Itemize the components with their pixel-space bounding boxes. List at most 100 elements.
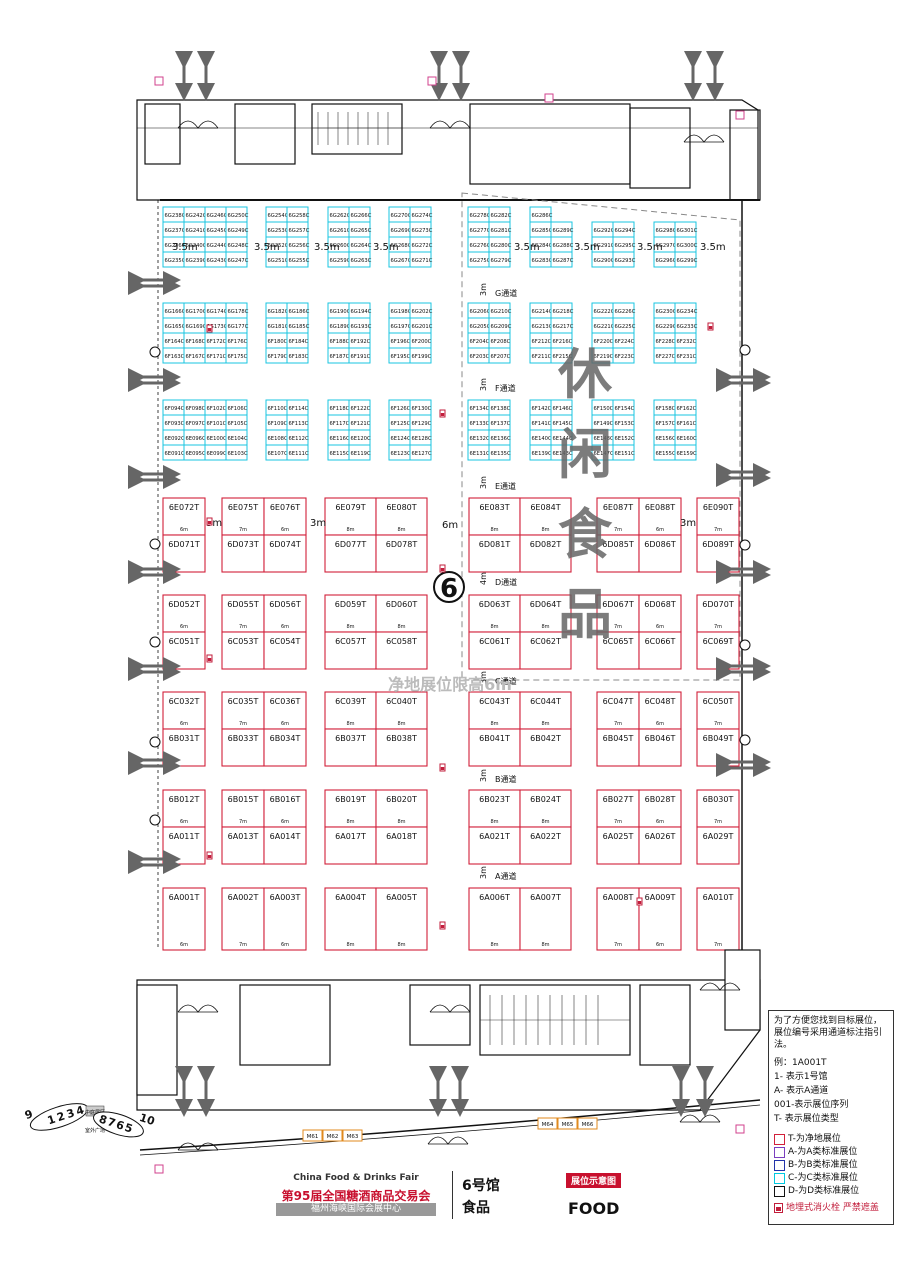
- column-circle: [149, 636, 161, 648]
- t-booth: [696, 497, 740, 536]
- t-booth: [375, 631, 428, 670]
- gap-label: 3m: [680, 518, 696, 529]
- aisle-label: C通道: [495, 676, 517, 686]
- legend-item-label: T-为净地展位: [788, 1134, 841, 1144]
- c-booth-code: 6G261C: [330, 228, 351, 234]
- zone-number: 5: [123, 1121, 134, 1136]
- legend-note: 为了方便您找到目标展位，展位编号采用通道标注指引法。: [774, 1016, 883, 1050]
- c-booth-code: 6G247C: [228, 258, 249, 264]
- t-booth-code: 6A022T: [530, 832, 561, 841]
- c-booth-code: 6G209C: [491, 324, 512, 330]
- booth-dim-label: 6m: [180, 942, 188, 948]
- zone-number: 7: [106, 1115, 117, 1130]
- c-booth-code: 6E100C: [207, 436, 227, 442]
- c-booth-code: 6E147C: [594, 451, 614, 457]
- t-booth-code: 6D071T: [168, 540, 200, 549]
- c-booth-code: 6E112C: [289, 436, 309, 442]
- c-booth-code: 6G243C: [207, 258, 228, 264]
- t-booth-code: 6E072T: [169, 503, 199, 512]
- zone-number: 1: [46, 1113, 57, 1128]
- legend-swatch: [774, 1185, 785, 1197]
- t-booth: [375, 534, 428, 573]
- c-booth-code: 6G178C: [228, 309, 249, 315]
- legend-example-3: 001-表示展位序列: [774, 1100, 849, 1110]
- c-booth-code: 6E152C: [615, 436, 635, 442]
- c-booth: [225, 251, 248, 268]
- c-booth-code: 6G229C: [656, 324, 677, 330]
- c-booth-code: 6G292C: [594, 228, 615, 234]
- c-booth-code: 6G174C: [207, 309, 228, 315]
- c-booth-code: 6G237C: [165, 228, 186, 234]
- c-booth-code: 6G264C: [351, 243, 372, 249]
- gap-label: 3.5m: [172, 242, 198, 253]
- c-booth-code: 6G285C: [532, 228, 553, 234]
- c-booth-code: 6G225C: [615, 324, 636, 330]
- c-booth-code: 6F106C: [228, 406, 248, 412]
- c-booth-code: 6E139C: [532, 451, 552, 457]
- c-booth-code: 6G244C: [207, 243, 228, 249]
- t-booth-code: 6D060T: [386, 600, 418, 609]
- zone-number: 6: [114, 1118, 126, 1133]
- c-booth-code: 6F223C: [615, 354, 635, 360]
- t-booth-code: 6D067T: [602, 600, 634, 609]
- t-booth-code: 6A025T: [603, 832, 634, 841]
- booth-dim-label: 6m: [281, 819, 289, 825]
- c-booth-code: 6G256C: [289, 243, 310, 249]
- shop-box: [537, 1117, 558, 1130]
- fair-title-block: China Food & Drinks Fair 第95届全国糖酒商品交易会 福…: [270, 1163, 650, 1223]
- t-booth-code: 6B019T: [335, 795, 366, 804]
- c-booth-code: 6E131C: [470, 451, 490, 457]
- c-booth-code: 6F207C: [491, 354, 511, 360]
- c-booth-code: 6F105C: [228, 421, 248, 427]
- c-booth-code: 6G214C: [532, 309, 553, 315]
- c-booth-code: 6G206C: [470, 309, 491, 315]
- hydrant-fill: [440, 568, 445, 571]
- c-booth-code: 6F114C: [289, 406, 309, 412]
- booth-dim-label: 8m: [346, 624, 354, 630]
- hydrant-fill: [207, 328, 212, 331]
- t-booth-code: 6D078T: [386, 540, 418, 549]
- marker-square: [735, 1124, 745, 1134]
- c-booth-code: 6G277C: [470, 228, 491, 234]
- c-booth-code: 6E120C: [351, 436, 371, 442]
- c-booth-code: 6E092C: [165, 436, 185, 442]
- legend-item-label: C-为C类标准展位: [788, 1173, 858, 1183]
- c-booth-code: 6G273C: [412, 228, 433, 234]
- aisle-width-label: 4m: [479, 572, 488, 585]
- c-booth-code: 6G270C: [391, 213, 412, 219]
- t-booth-code: 6B027T: [603, 795, 634, 804]
- c-booth-code: 6F142C: [532, 406, 552, 412]
- t-booth: [696, 631, 740, 670]
- t-booth: [375, 826, 428, 865]
- t-booth: [263, 826, 307, 865]
- t-booth: [324, 728, 377, 767]
- t-booth: [221, 631, 265, 670]
- booth-dim-label: 6m: [656, 942, 664, 948]
- t-booth: [324, 826, 377, 865]
- c-booth-code: 6F228C: [656, 339, 676, 345]
- booth-dim-label: 7m: [614, 527, 622, 533]
- t-booth-code: 6E080T: [386, 503, 416, 512]
- c-booth-code: 6F145C: [553, 421, 573, 427]
- t-booth-code: 6C069T: [703, 637, 734, 646]
- c-booth-code: 6G299C: [677, 258, 698, 264]
- t-booth: [468, 826, 521, 865]
- zone-number: 9: [23, 1107, 34, 1122]
- t-booth-code: 6D081T: [479, 540, 511, 549]
- shop-code: M65: [562, 1122, 574, 1128]
- c-booth-code: 6G272C: [412, 243, 433, 249]
- hall-number-badge: 6: [440, 574, 458, 604]
- t-booth-code: 6D082T: [530, 540, 562, 549]
- c-booth-code: 6G186C: [289, 309, 310, 315]
- booth-dim-label: 7m: [714, 527, 722, 533]
- c-booth-code: 6F117C: [330, 421, 350, 427]
- c-booth-code: 6G250C: [228, 213, 249, 219]
- shop-code: M66: [582, 1122, 594, 1128]
- t-booth-code: 6B033T: [228, 734, 259, 743]
- c-booth: [550, 251, 573, 268]
- shop-code: M64: [542, 1122, 554, 1128]
- c-booth-code: 6E140C: [532, 436, 552, 442]
- c-booth-code: 6G170C: [186, 309, 207, 315]
